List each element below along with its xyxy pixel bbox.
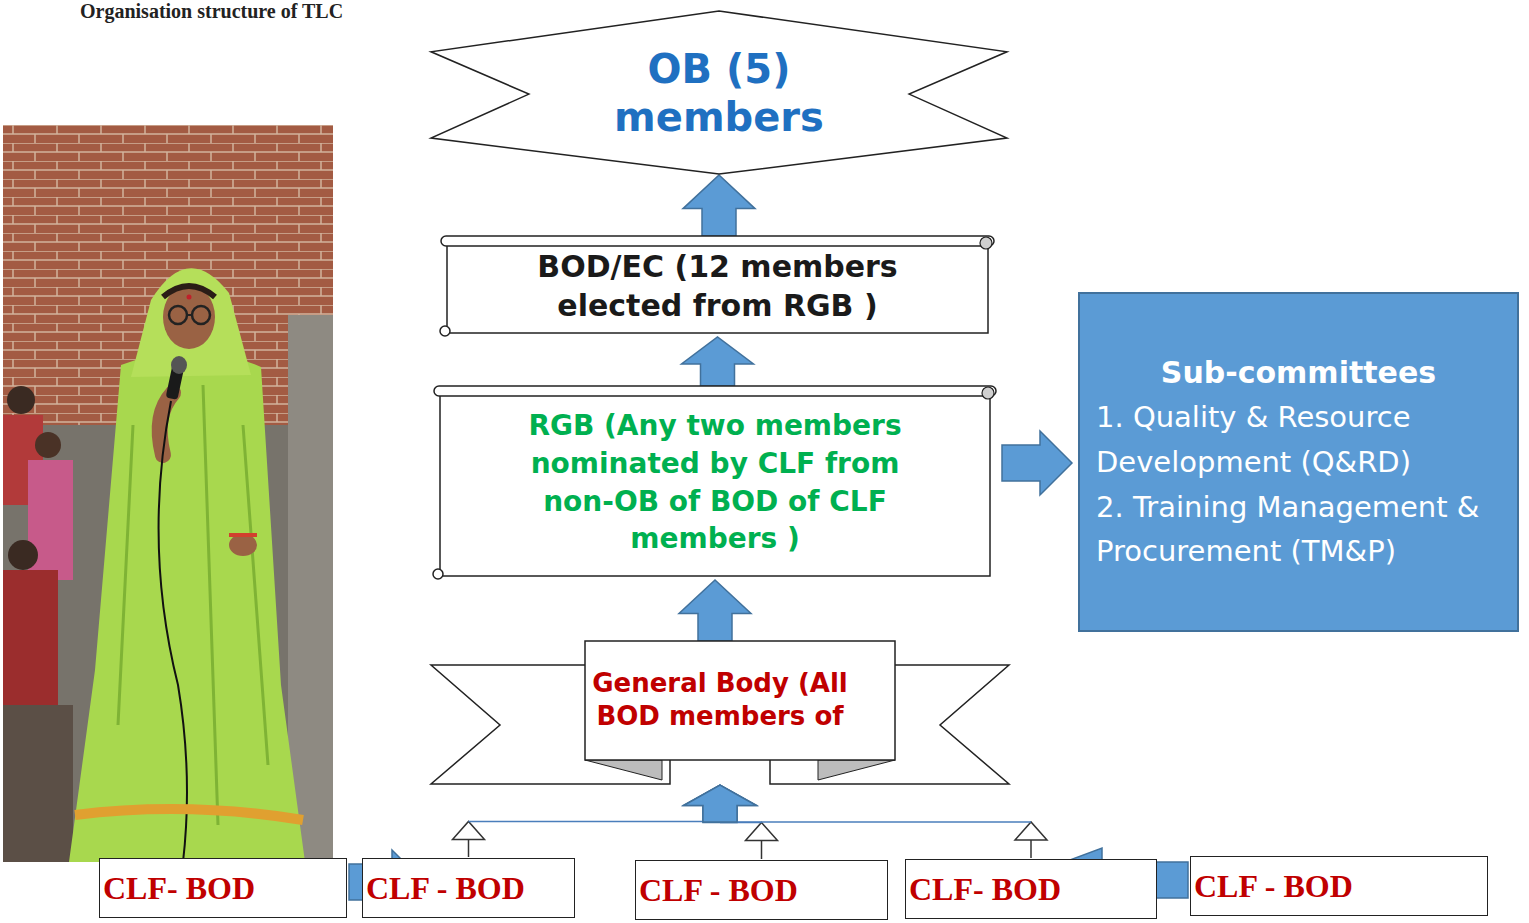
rgb-scroll: RGB (Any two members nominated by CLF fr… — [430, 385, 1000, 580]
bus-line — [720, 821, 1031, 823]
scroll-body — [447, 241, 988, 333]
woman-figure — [69, 268, 305, 862]
text-group: CLF - BOD — [366, 870, 571, 907]
block-arrow-shape — [683, 175, 755, 236]
bus-line — [469, 821, 721, 823]
text-group: CLF- BOD — [909, 871, 1153, 908]
star-outline — [430, 10, 1008, 175]
branch-line — [1030, 840, 1032, 858]
node-label: CLF- BOD — [103, 870, 343, 907]
node-label: BOD/EC (12 members elected from RGB ) — [498, 247, 938, 325]
scroll-curl — [440, 326, 450, 336]
ribbon-fold — [585, 760, 662, 780]
scroll-body — [440, 391, 990, 576]
bod-scroll: BOD/EC (12 members elected from RGB ) — [437, 235, 998, 337]
clf-box: CLF- BOD — [99, 858, 347, 918]
ribbon-center — [585, 641, 895, 760]
block-arrow-shape — [684, 785, 756, 822]
clf-box: CLF- BOD — [905, 859, 1157, 919]
ob-star: OB (5) members — [430, 10, 1008, 175]
connector — [684, 785, 1047, 858]
node-label: RGB (Any two members nominated by CLF fr… — [500, 407, 930, 558]
block-arrow-shape — [679, 580, 751, 641]
branch-line — [761, 841, 763, 860]
block-arrow-shape — [1002, 431, 1072, 495]
clf-box: CLF - BOD — [362, 858, 575, 918]
side-wall — [288, 315, 333, 862]
text-group: BOD/EC (12 members elected from RGB ) — [498, 247, 938, 325]
block-arrow-shape — [682, 337, 754, 386]
photo-ground — [3, 125, 333, 862]
star-outline-path — [431, 11, 1007, 174]
woman-photo — [3, 125, 333, 862]
connector — [683, 175, 755, 236]
clf-box: CLF - BOD — [1190, 856, 1488, 916]
node-label: Sub-committees — [1096, 350, 1501, 395]
text-group: RGB (Any two members nominated by CLF fr… — [500, 407, 930, 558]
node-label: General Body (All BOD members of — [575, 667, 865, 734]
scroll-curl — [980, 237, 992, 249]
ribbon-fold — [818, 760, 895, 780]
block-arrow-shape — [684, 785, 756, 822]
hollow-arrowhead — [746, 823, 778, 841]
text-group: Sub-committees1. Quality & Resource Deve… — [1096, 350, 1501, 575]
connector — [453, 785, 757, 857]
scroll-curl — [982, 387, 994, 399]
hollow-arrowhead — [1015, 822, 1047, 840]
connector — [682, 337, 754, 386]
node-label: CLF - BOD — [366, 870, 571, 907]
block-arrow-shape — [684, 785, 756, 823]
scroll-curl — [433, 569, 443, 579]
text-group: General Body (All BOD members of — [575, 667, 865, 734]
scroll-roll — [441, 236, 994, 246]
subcommittee-box: Sub-committees1. Quality & Resource Deve… — [1078, 292, 1519, 632]
node-body: 2. Training Management & Procurement (TM… — [1096, 485, 1501, 575]
node-label: OB (5) members — [569, 45, 869, 141]
crowd — [3, 386, 73, 862]
node-label: CLF- BOD — [909, 871, 1153, 908]
node-body: 1. Quality & Resource Development (Q&RD) — [1096, 395, 1501, 485]
text-group: CLF - BOD — [1194, 868, 1484, 905]
text-group: CLF - BOD — [639, 872, 884, 909]
hollow-arrowhead — [453, 822, 485, 840]
clf-box: CLF - BOD — [635, 860, 888, 920]
general-body-ribbon: General Body (All BOD members of — [430, 640, 1010, 785]
text-group: OB (5) members — [569, 45, 869, 141]
diagram-title: Organisation structure of TLC — [80, 0, 343, 23]
scroll-roll — [434, 386, 996, 396]
node-label: CLF - BOD — [1194, 868, 1484, 905]
text-group: CLF- BOD — [103, 870, 343, 907]
branch-line — [468, 840, 470, 858]
node-label: CLF - BOD — [639, 872, 884, 909]
connector — [679, 580, 751, 641]
connector — [1002, 431, 1072, 495]
